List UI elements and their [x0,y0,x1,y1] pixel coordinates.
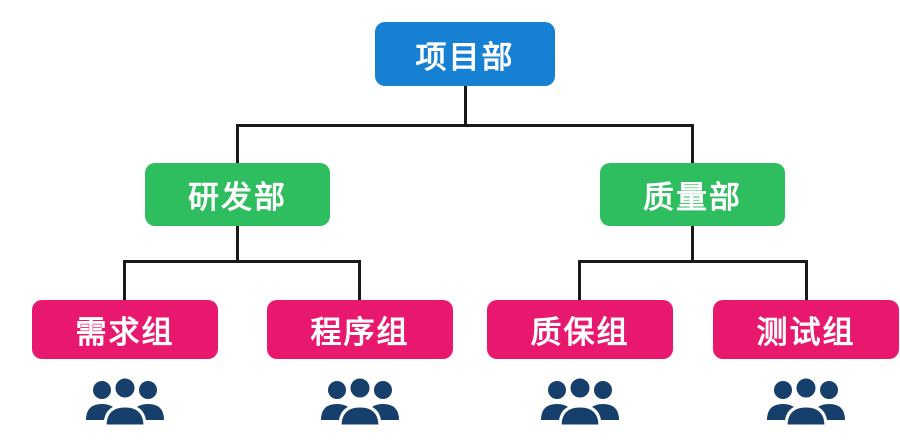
node-qa-group-label: 质保组 [530,315,630,350]
connector-group2-up [358,260,361,300]
node-rd-dept: 研发部 [145,163,330,226]
node-project-dept-label: 项目部 [415,39,515,75]
node-program-group: 程序组 [267,300,453,359]
connector-root-down [464,86,467,126]
team-people-icon [82,374,168,432]
connector-level1-h [236,124,694,127]
node-requirements-group: 需求组 [32,300,218,359]
team-people-icon [317,374,403,432]
connector-dept2-up [691,124,694,163]
connector-group4-up [805,260,808,300]
team-people-icon [537,374,623,432]
node-project-dept: 项目部 [375,22,555,86]
connector-group3-up [578,260,581,300]
connector-dept1-up [236,124,239,163]
node-quality-dept: 质量部 [600,163,785,226]
connector-group1-up [123,260,126,300]
node-qa-group: 质保组 [487,300,673,359]
node-requirements-group-label: 需求组 [75,315,175,350]
node-program-group-label: 程序组 [310,315,410,350]
connector-dept1-down [236,226,239,262]
node-test-group-label: 测试组 [756,315,856,350]
node-quality-dept-label: 质量部 [643,180,742,215]
connector-groups2-h [578,260,808,263]
node-rd-dept-label: 研发部 [188,180,287,215]
node-test-group: 测试组 [713,300,899,359]
connector-groups1-h [123,260,361,263]
team-people-icon [763,374,849,432]
connector-dept2-down [691,226,694,262]
